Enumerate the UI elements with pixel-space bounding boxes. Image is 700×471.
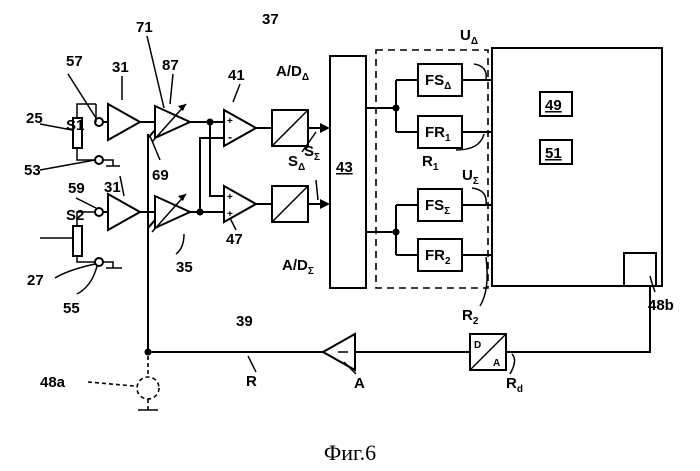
label-59: 59 (68, 180, 85, 197)
label-31-top: 31 (112, 59, 129, 76)
cross-wiring (190, 119, 224, 216)
label-55: 55 (63, 300, 80, 317)
terminal-55 (95, 258, 103, 266)
label-u-sigma: UΣ (462, 167, 479, 187)
label-da-a: A (493, 358, 500, 369)
label-57: 57 (66, 53, 83, 70)
label-51: 51 (545, 145, 562, 162)
label-87: 87 (162, 57, 179, 74)
label-u-delta: UΔ (460, 27, 478, 47)
label-39: 39 (236, 313, 253, 330)
label-da-d: D (474, 340, 481, 351)
label-s-sigma: SΣ (304, 143, 320, 163)
label-41: 41 (228, 67, 245, 84)
label-25: 25 (26, 110, 43, 127)
sensor-s2-element (73, 226, 82, 256)
label-r1: R1 (422, 153, 439, 173)
svg-text:+: + (227, 209, 233, 220)
svg-text:+: + (227, 116, 233, 127)
label-s2: S2 (66, 207, 84, 224)
terminal-59 (95, 208, 103, 216)
ad-converter-sigma (256, 186, 330, 222)
label-48b: 48b (648, 297, 674, 314)
ad-converter-delta (256, 110, 330, 146)
svg-text:-: - (228, 130, 232, 144)
label-s1: S1 (66, 117, 84, 134)
svg-text:+: + (227, 192, 233, 203)
label-35: 35 (176, 259, 193, 276)
label-rd: Rd (506, 375, 523, 395)
label-37: 37 (262, 11, 279, 28)
difference-amplifier-41: + - (224, 110, 256, 146)
optional-sensor-48a (88, 356, 159, 410)
terminal-53 (95, 156, 103, 164)
label-47: 47 (226, 231, 243, 248)
label-71: 71 (136, 19, 153, 36)
figure-caption: Фиг.6 (324, 440, 376, 465)
amplifier-31-top (103, 104, 140, 140)
label-53: 53 (24, 162, 41, 179)
label-a: A (354, 375, 365, 392)
label-27: 27 (27, 272, 44, 289)
label-r: R (246, 373, 257, 390)
label-s-delta: SΔ (288, 153, 305, 173)
sum-amplifier-47: + + (224, 186, 256, 222)
label-69: 69 (152, 167, 169, 184)
amplifier-31-bottom (103, 194, 140, 230)
processor-block (492, 48, 662, 286)
label-ad-delta: A/DΔ (276, 63, 309, 83)
label-43: 43 (336, 159, 353, 176)
label-48a: 48a (40, 374, 66, 391)
label-r2: R2 (462, 307, 479, 327)
label-31-bottom: 31 (104, 179, 121, 196)
label-ad-sigma: A/DΣ (282, 257, 314, 277)
label-49: 49 (545, 97, 562, 114)
